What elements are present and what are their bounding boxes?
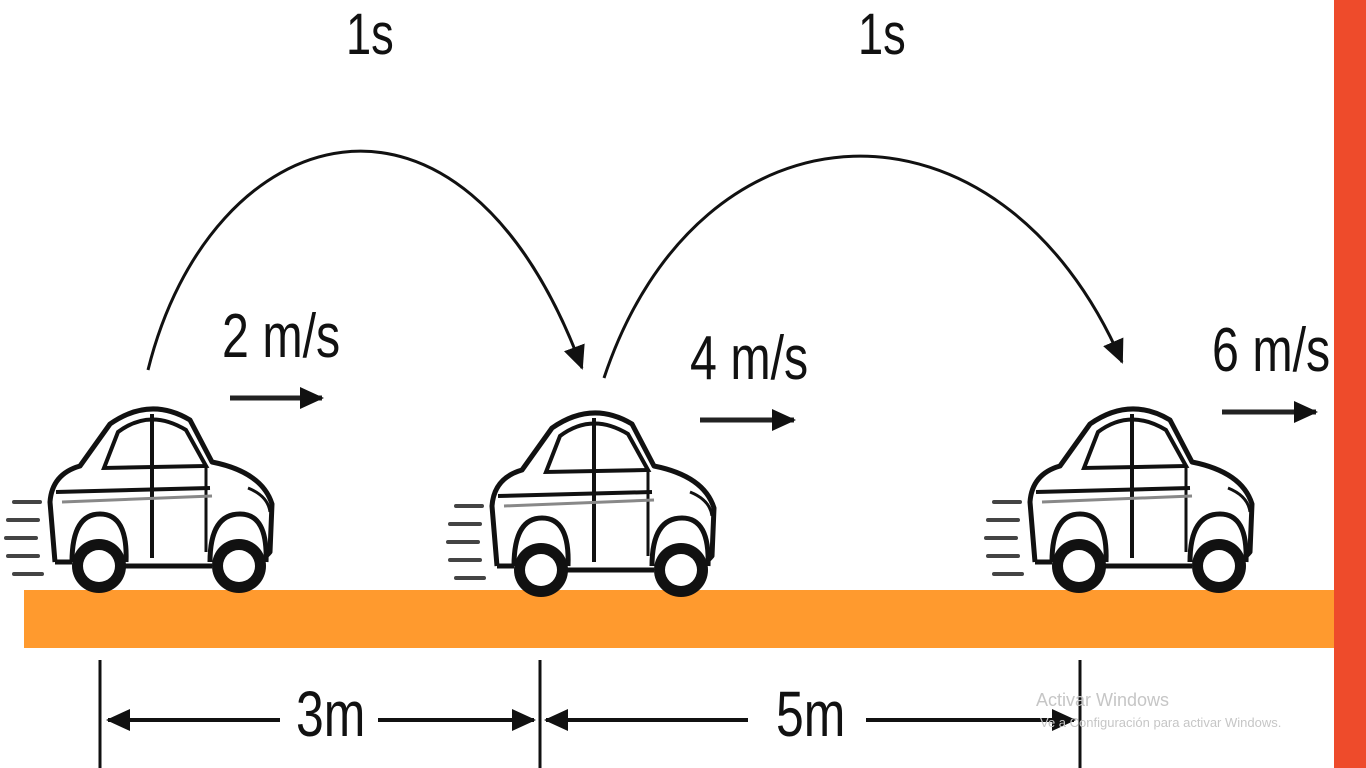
- car-1: [6, 409, 272, 593]
- right-edge-bar: [1334, 0, 1366, 768]
- watermark-title: Activar Windows: [1036, 690, 1170, 710]
- windows-activation-watermark: Activar Windows Ve a Configuración para …: [1036, 690, 1281, 730]
- time-arc-1: [146, 149, 585, 371]
- car-3: [986, 409, 1252, 593]
- time-arc-2: [602, 154, 1124, 379]
- road: [24, 590, 1334, 648]
- distance-label-2: 5m: [776, 678, 846, 750]
- time-label-2: 1s: [858, 2, 906, 67]
- watermark-subtitle: Ve a Configuración para activar Windows.: [1040, 715, 1282, 730]
- speed-label-3: 6 m/s: [1212, 316, 1331, 385]
- distance-label-1: 3m: [296, 678, 366, 750]
- speed-label-1: 2 m/s: [222, 302, 341, 371]
- car-2: [448, 413, 714, 597]
- speed-label-2: 4 m/s: [690, 324, 809, 393]
- time-label-1: 1s: [346, 2, 394, 67]
